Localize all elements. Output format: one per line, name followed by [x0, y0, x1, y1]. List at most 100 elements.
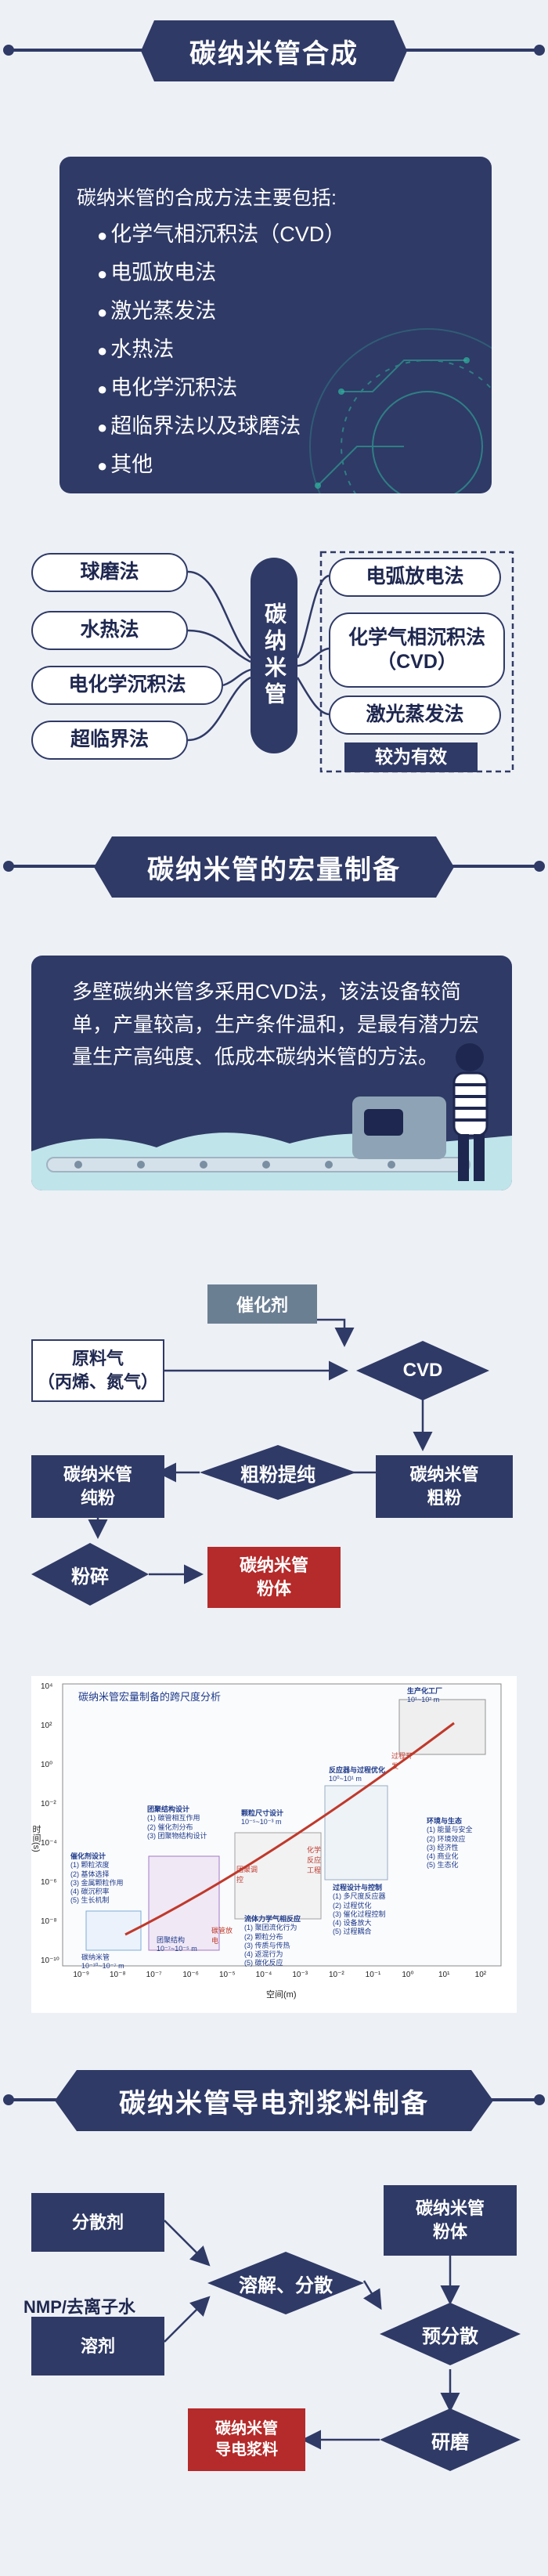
catalyst-design-item: (2) 基体选择	[70, 1870, 110, 1878]
x-tick-label: 10¹	[438, 1971, 450, 1979]
factory-illustration	[31, 1043, 512, 1190]
flow-item: (4) 返混行为	[244, 1950, 283, 1958]
cluster-design-head: 团聚结构设计	[147, 1805, 190, 1813]
cluster-design-block: 团聚结构设计 (1) 碳管相互作用 (2) 催化剂分布 (3) 团聚物结构设计	[147, 1805, 207, 1841]
figure-canvas	[62, 1683, 502, 1967]
section-banner-slurry: 碳纳米管导电剂浆料制备	[0, 2064, 548, 2134]
pure-powder-label2: 纯粉	[80, 1488, 115, 1508]
method-item: 超临界法以及球磨法	[77, 405, 492, 443]
flow-item: (1) 聚团流化行为	[244, 1924, 297, 1932]
figure-title: 碳纳米管宏量制备的跨尺度分析	[78, 1691, 222, 1703]
figure-small-label: 团聚调控	[236, 1866, 258, 1884]
figure-small-label: 团聚结构 10⁻⁷~10⁻⁵ m	[157, 1936, 197, 1953]
process-item: (5) 过程耦合	[333, 1927, 372, 1936]
slurry-flow-arrows	[164, 2220, 460, 2450]
x-tick-label: 10⁻³	[292, 1971, 308, 1979]
particle-design-range: 10⁻⁵~10⁻³ m	[241, 1818, 282, 1826]
x-tick-label: 10⁰	[402, 1971, 414, 1979]
synthesis-methods-card: 碳纳米管的合成方法主要包括: 化学气相沉积法（CVD） 电弧放电法 激光蒸发法 …	[59, 157, 492, 493]
method-item: 其他	[77, 443, 492, 482]
y-tick-label: 10⁻²	[41, 1800, 56, 1808]
x-tick-label: 10⁻⁶	[182, 1971, 199, 1979]
reactor-range: 10⁰~10¹ m	[329, 1775, 362, 1783]
method-item: 化学气相沉积法（CVD）	[77, 213, 492, 251]
right-method-cvd: 化学气相沉积法（CVD）	[329, 612, 505, 688]
right-method-laser: 激光蒸发法	[329, 695, 501, 735]
y-tick-label: 10⁻⁴	[41, 1839, 57, 1848]
process-item: (1) 多尺度反应器	[333, 1892, 386, 1901]
figure-axis-arrow	[124, 1722, 455, 1936]
plant-block: 生产化工厂 10¹~10² m	[407, 1687, 442, 1705]
solvent-box: 溶剂	[31, 2317, 164, 2375]
process-item: (4) 设备放大	[333, 1919, 372, 1927]
particle-design-block: 颗粒尺寸设计 10⁻⁵~10⁻³ m	[241, 1809, 283, 1827]
flow-item: (3) 传质与传热	[244, 1941, 290, 1949]
reactor-head: 反应器与过程优化	[329, 1766, 386, 1774]
crude-powder-label2: 粗粉	[427, 1488, 462, 1508]
conductive-slurry-label2: 导电浆料	[215, 2441, 278, 2459]
x-axis-label: 空间(m)	[266, 1990, 297, 2000]
process-block: 过程设计与控制 (1) 多尺度反应器 (2) 过程优化 (3) 催化过程控制 (…	[333, 1884, 386, 1937]
cnt-powder-label2: 粉体	[256, 1579, 291, 1599]
mass-production-card: 多壁碳纳米管多采用CVD法，该法设备较简单，产量较高，生产条件温和，是最有潜力宏…	[31, 956, 512, 1190]
particle-design-head: 颗粒尺寸设计	[241, 1809, 284, 1817]
y-tick-label: 10⁻⁸	[41, 1917, 57, 1926]
cluster-design-item: (2) 催化剂分布	[147, 1823, 193, 1831]
multiscale-figure: 碳纳米管宏量制备的跨尺度分析 10⁻⁹ 10⁻⁸ 10⁻⁷ 10⁻⁶ 10⁻⁵ 10⁻⁴ 1…	[31, 1676, 517, 2013]
catalyst-design-item: (4) 碳沉积率	[70, 1888, 110, 1895]
cnt-powder-product-box: 碳纳米管 粉体	[207, 1547, 341, 1608]
eco-item: (4) 商业化	[427, 1852, 459, 1860]
section-title: 碳纳米管合成	[141, 20, 407, 81]
eco-item: (2) 环境效应	[427, 1834, 466, 1843]
crude-powder-box: 碳纳米管 粗粉	[376, 1455, 513, 1518]
x-tick-label: 10⁻²	[329, 1971, 344, 1979]
y-tick-label: 10⁻¹⁰	[41, 1956, 59, 1965]
reactor-block: 反应器与过程优化 10⁰~10¹ m	[329, 1766, 385, 1784]
process-item: (3) 催化过程控制	[333, 1909, 386, 1918]
x-tick-label: 10⁻¹	[365, 1971, 381, 1979]
plant-head: 生产化工厂	[407, 1687, 443, 1695]
effective-note: 较为有效	[344, 742, 478, 772]
x-tick-label: 10⁻⁵	[219, 1971, 236, 1979]
figure-small-label: 碳纳米管 10⁻¹⁰~10⁻⁷ m	[81, 1953, 124, 1970]
solvent-note: NMP/去离子水	[23, 2297, 136, 2317]
pure-powder-label1: 碳纳米管	[63, 1465, 132, 1485]
conductive-slurry-label1: 碳纳米管	[215, 2420, 278, 2437]
catalyst-box: 催化剂	[207, 1284, 317, 1324]
mass-production-desc: 多壁碳纳米管多采用CVD法，该法设备较简单，产量较高，生产条件温和，是最有潜力宏…	[72, 980, 480, 1069]
process-item: (2) 过程优化	[333, 1901, 372, 1909]
cnt-powder-label1: 碳纳米管	[239, 1555, 308, 1576]
x-tick-label: 10⁻⁷	[146, 1971, 162, 1979]
section-banner-mass-production: 碳纳米管的宏量制备	[0, 830, 548, 901]
cnt-powder-input-box: 碳纳米管 粉体	[384, 2185, 517, 2256]
cnt-powder-input-label1: 碳纳米管	[415, 2198, 485, 2219]
eco-head: 环境与生态	[427, 1817, 463, 1825]
method-diagram-connectors	[187, 551, 514, 773]
catalyst-design-item: (1) 颗粒浓度	[70, 1861, 110, 1870]
eco-item: (3) 经济性	[427, 1843, 459, 1852]
figure-small-label: 化学反应工程	[307, 1846, 322, 1874]
feed-gas-detail: （丙烯、氮气）	[37, 1372, 158, 1392]
cnt-powder-input-label2: 粉体	[432, 2222, 467, 2242]
left-method-hydrothermal: 水热法	[31, 611, 188, 650]
feed-gas-label: 原料气	[71, 1349, 124, 1369]
eco-item: (1) 能量与安全	[427, 1826, 473, 1834]
method-item: 电弧放电法	[77, 251, 492, 290]
x-tick-label: 10⁻⁸	[110, 1971, 126, 1979]
flow-head: 流体力学气相反应	[244, 1915, 301, 1923]
y-axis-label: 时间(s)	[31, 1825, 41, 1852]
figure-regions	[85, 1699, 486, 1951]
section-title: 碳纳米管的宏量制备	[94, 836, 454, 898]
x-tick-label: 10⁻⁹	[73, 1971, 90, 1979]
figure-small-label: 过程开发	[391, 1752, 413, 1770]
catalyst-design-block: 催化剂设计 (1) 颗粒浓度 (2) 基体选择 (3) 金属颗粒作用 (4) 碳…	[70, 1852, 124, 1906]
cluster-design-item: (3) 团聚物结构设计	[147, 1831, 207, 1840]
left-method-ball-milling: 球磨法	[31, 553, 188, 592]
y-tick-label: 10⁻⁶	[41, 1878, 57, 1887]
y-tick-label: 10⁰	[41, 1761, 53, 1769]
dispersant-box: 分散剂	[31, 2193, 164, 2252]
process-head: 过程设计与控制	[333, 1884, 383, 1891]
y-tick-label: 10⁴	[41, 1682, 53, 1691]
left-method-electrochemical: 电化学沉积法	[31, 666, 223, 705]
method-item: 激光蒸发法	[77, 290, 492, 328]
